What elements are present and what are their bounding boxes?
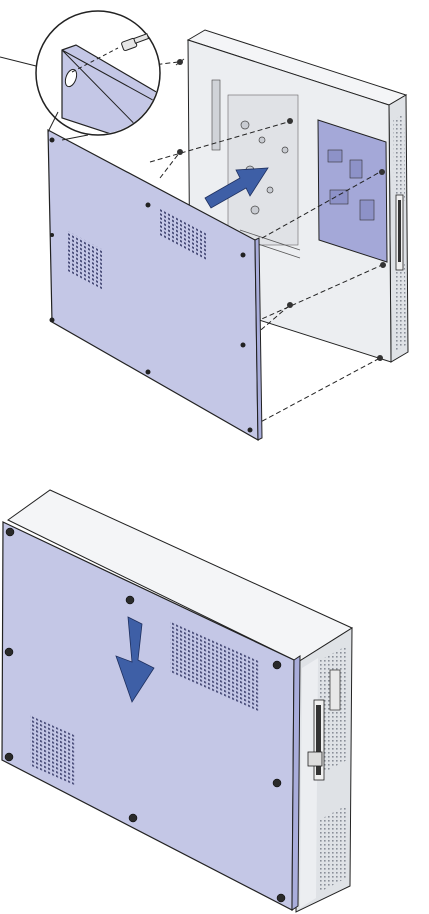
step-2-panel <box>2 490 352 912</box>
step-1-panel <box>0 11 408 440</box>
magnifier-callout <box>0 11 170 150</box>
controller-board <box>318 120 387 262</box>
